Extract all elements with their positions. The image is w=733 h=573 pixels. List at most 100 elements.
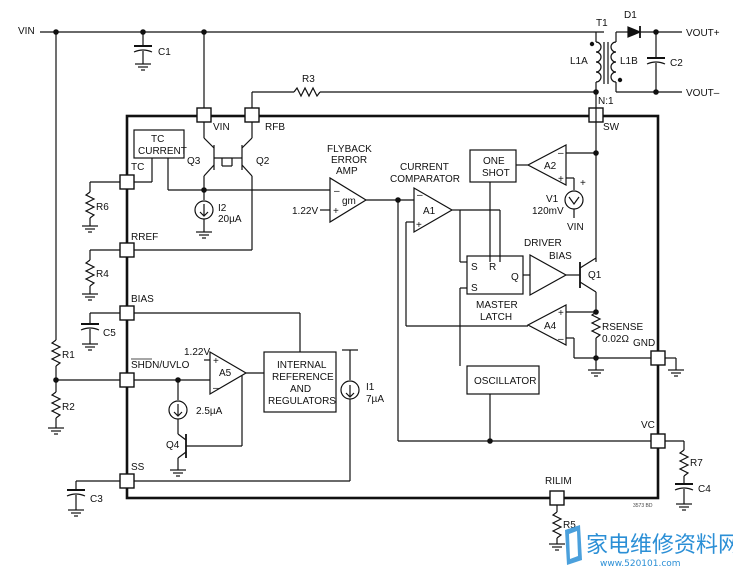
master-latch-label-2: LATCH xyxy=(480,312,512,323)
oscillator-label: OSCILLATOR xyxy=(474,376,536,387)
tc-current-line2: CURRENT xyxy=(138,146,187,157)
pin-bias-label: BIAS xyxy=(131,294,154,305)
a5-ref-label: 1.22V xyxy=(184,347,210,358)
transformer-t1 xyxy=(589,31,682,108)
pin-vc xyxy=(650,433,666,449)
i1-current-source xyxy=(134,349,360,482)
rsense-resistor xyxy=(588,309,604,377)
q3-label: Q3 xyxy=(187,156,201,167)
latch-q: Q xyxy=(511,272,519,283)
v1-value: 120mV xyxy=(532,206,564,217)
pin-sw-label: SW xyxy=(603,122,620,133)
internal-line3: AND xyxy=(290,384,311,395)
current-comparator-label-2: COMPARATOR xyxy=(390,174,460,185)
internal-reference-box xyxy=(263,351,337,413)
a2-minus: – xyxy=(558,148,564,159)
oscillator-box xyxy=(466,365,540,395)
driver-label: DRIVER xyxy=(524,238,562,249)
c4-label: C4 xyxy=(698,484,711,495)
one-shot-line2: SHOT xyxy=(482,168,510,179)
q4-transistor xyxy=(170,433,187,477)
gnd-label: GND xyxy=(633,338,655,349)
c3-capacitor xyxy=(66,480,120,517)
pin-shdn-label: SHDN/UVLO xyxy=(131,360,190,371)
c5-label: C5 xyxy=(103,328,116,339)
r4-label: R4 xyxy=(96,269,109,280)
a5-label: A5 xyxy=(219,368,232,379)
one-shot-box xyxy=(469,149,517,183)
i3-value: 2.5µA xyxy=(196,406,223,417)
vin-label: VIN xyxy=(18,26,35,37)
a4-label: A4 xyxy=(544,321,557,332)
pin-vin-label: VIN xyxy=(213,122,230,133)
r4-resistor xyxy=(82,249,120,301)
r1-label: R1 xyxy=(62,350,75,361)
latch-s2: S xyxy=(471,283,478,294)
master-latch-label-1: MASTER xyxy=(476,300,518,311)
pin-ss xyxy=(119,473,135,489)
pin-rref xyxy=(119,242,135,258)
l1b-label: L1B xyxy=(620,56,638,67)
vout-pos-label: VOUT+ xyxy=(686,28,720,39)
tc-current-line1: TC xyxy=(151,134,164,145)
i2-label: I2 xyxy=(218,203,227,214)
c1-label: C1 xyxy=(158,47,171,58)
i2-current-source xyxy=(194,190,214,239)
flyback-error-amp xyxy=(329,176,368,224)
internal-line4: REGULATORS xyxy=(268,396,336,407)
i1-label: I1 xyxy=(366,382,375,393)
rsense-value: 0.02Ω xyxy=(602,334,629,345)
r7-c4-network xyxy=(665,440,694,511)
gnd-external xyxy=(665,357,684,377)
current-comparator-label-1: CURRENT xyxy=(400,162,449,173)
pin-rfb xyxy=(244,107,260,123)
a1-label: A1 xyxy=(423,206,436,217)
flyback-ref-label: 1.22V xyxy=(292,206,318,217)
bias-small-label: BIAS xyxy=(549,251,572,262)
pin-ss-label: SS xyxy=(131,462,145,473)
r6-label: R6 xyxy=(96,202,109,213)
watermark-text: 家电维修资料网 xyxy=(586,533,733,558)
pin-rref-label: RREF xyxy=(131,232,158,243)
r3-label: R3 xyxy=(302,74,315,85)
c1-capacitor xyxy=(133,32,153,71)
pin-vin xyxy=(196,107,212,123)
a4-amp xyxy=(526,304,567,346)
vin-rail xyxy=(40,29,604,35)
latch-s1: S xyxy=(471,262,478,273)
pin-rfb-label: RFB xyxy=(265,122,285,133)
l1a-label: L1A xyxy=(570,56,588,67)
driver-amp xyxy=(529,253,568,297)
a5-minus: – xyxy=(213,383,219,394)
flyback-label-3: AMP xyxy=(336,166,358,177)
flyback-label-1: FLYBACK xyxy=(327,144,372,155)
c2-label: C2 xyxy=(670,58,683,69)
pin-tc xyxy=(119,174,135,190)
c3-label: C3 xyxy=(90,494,103,505)
q2-transistor xyxy=(221,122,253,250)
v1-source xyxy=(564,190,584,218)
nratio-label: N:1 xyxy=(598,96,614,107)
a5-amp xyxy=(209,350,248,396)
q2-label: Q2 xyxy=(256,156,270,167)
r1-r2-divider xyxy=(48,32,64,435)
pin-vc-label: VC xyxy=(641,420,655,431)
internal-line2: REFERENCE xyxy=(272,372,334,383)
i2-value: 20µA xyxy=(218,214,242,225)
v1-label: V1 xyxy=(546,194,559,205)
a1-plus: + xyxy=(416,220,422,231)
t1-label: T1 xyxy=(596,18,608,29)
pin-rilim-label: RILIM xyxy=(545,476,572,487)
v1-plus: + xyxy=(580,178,586,189)
latch-r: R xyxy=(489,262,496,273)
q1-transistor xyxy=(579,257,597,312)
pin-bias xyxy=(119,305,135,321)
one-shot-line1: ONE xyxy=(483,156,505,167)
rsense-label: RSENSE xyxy=(602,322,643,333)
flyback-plus: + xyxy=(333,206,339,217)
watermark: 家电维修资料网 www.520101.com xyxy=(565,525,733,569)
vout-neg-label: VOUT– xyxy=(686,88,720,99)
a2-plus: + xyxy=(558,174,564,185)
a4-minus: – xyxy=(558,334,564,345)
